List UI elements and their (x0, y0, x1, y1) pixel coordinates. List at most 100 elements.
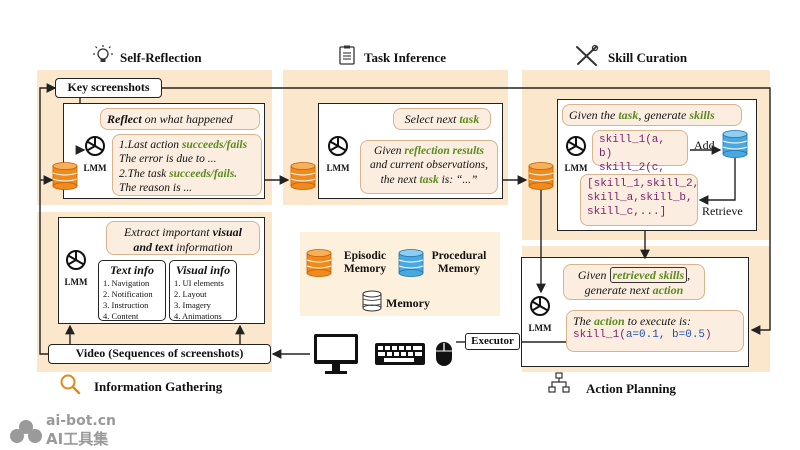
given-a: Given the (569, 108, 619, 122)
openai-icon (85, 136, 105, 156)
lmm-label: LMM (564, 163, 588, 173)
reflect-l1-b: succeeds/fails (181, 139, 248, 151)
action-planning-title: Action Planning (586, 381, 676, 396)
exec-c: to execute is: (624, 314, 691, 328)
keyboard-icon (374, 342, 426, 366)
magnifier-icon (58, 372, 82, 396)
lmm-label: LMM (64, 277, 88, 287)
skill-1: skill_1(a, b) (599, 134, 666, 160)
procedural-memory-icon (398, 247, 424, 277)
lmm-skill-curation: LMM (562, 134, 590, 174)
reflect-l1-a: 1.Last action (119, 139, 182, 151)
action-l2-a: generate next (584, 283, 653, 297)
select-task-bubble: Select next task (393, 108, 491, 130)
mouse-icon (434, 340, 454, 368)
lmm-label: LMM (83, 163, 107, 173)
memory-icon (362, 290, 382, 312)
visual-info-item: 3. Imagery (174, 300, 211, 310)
select-a: Select next (404, 112, 460, 126)
lmm-reflection: LMM (81, 134, 109, 174)
procedural-memory-label: Procedural Memory (431, 250, 487, 275)
reflect-l3-a: 2.The task (119, 167, 170, 180)
task-l1-b: reflection results (404, 145, 484, 157)
lmm-label: LMM (528, 323, 552, 333)
memory-label: Memory (386, 296, 430, 310)
action-given-a: Given (577, 268, 610, 282)
exec-a: The (573, 314, 594, 328)
extract-l2-b: information (173, 240, 233, 254)
exec-b: action (594, 314, 625, 328)
extract-l1-a: Extract important (123, 225, 213, 239)
reflect-l4: The reason is ... (119, 182, 193, 195)
episodic-db-reflection (52, 160, 78, 190)
clipboard-icon (336, 44, 358, 66)
task-l2: and current observations, (369, 159, 489, 172)
skill-list-l3: skill_c,...] (587, 205, 667, 218)
openai-icon (66, 250, 86, 270)
task-l1-a: Given (374, 145, 405, 157)
visual-info-item: 2. Layout (174, 289, 207, 299)
video-label: Video (Sequences of screenshots) (75, 346, 244, 360)
given-c: , generate (638, 108, 690, 122)
new-skills-bubble: skill_1(a, b) skill_2(c, d) (592, 130, 688, 187)
reflect-output-bubble: 1.Last action succeeds/fails The error i… (112, 134, 262, 196)
call-c: ) (705, 329, 712, 341)
reflect-l3-b: succeeds/fails. (169, 167, 238, 180)
episodic-db-task (290, 160, 316, 190)
skill-library-bubble: [skill_1,skill_2, skill_a,skill_b, skill… (580, 174, 700, 226)
lmm-action-planning: LMM (526, 294, 554, 334)
action-given-b: retrieved skills (609, 267, 688, 283)
given-d: skills (689, 108, 715, 122)
openai-icon (566, 136, 586, 156)
action-output-bubble: The action to execute is: skill_1(a=0.1,… (566, 310, 744, 352)
key-screenshots-label: Key screenshots (67, 80, 150, 94)
skill-list-l2: skill_a,skill_b, (587, 191, 693, 204)
given-b: task (618, 108, 639, 122)
text-info-item: 3. Instruction (103, 300, 149, 310)
reflect-l2: The error is due to ... (119, 153, 217, 166)
openai-icon (530, 296, 550, 316)
retrieve-label: Retrieve (702, 204, 743, 218)
text-info-title: Text info (110, 263, 154, 277)
task-l3-b: task (419, 173, 439, 186)
extract-info-bubble: Extract important visual and text inform… (106, 221, 260, 255)
episodic-memory-icon (306, 247, 332, 277)
skill-curation-title: Skill Curation (608, 50, 688, 65)
skill-list-l1: [skill_1,skill_2, (587, 178, 700, 190)
executor-box: Executor (465, 333, 520, 350)
episodic-memory-label: Episodic Memory (343, 250, 387, 275)
bulb-icon (92, 44, 114, 66)
generate-action-bubble: Given retrieved skills, generate next ac… (563, 264, 705, 300)
episodic-db-skill (528, 160, 554, 190)
generate-skills-bubble: Given the task, generate skills (562, 104, 742, 126)
select-b: task (459, 112, 480, 126)
procedural-db-skill (722, 128, 748, 158)
call-b: a=0.1, b=0.5 (625, 329, 706, 341)
lmm-information-gathering: LMM (62, 248, 90, 288)
action-given-c: , (687, 268, 691, 282)
task-output-bubble: Given reflection results and current obs… (360, 140, 498, 194)
openai-icon (328, 136, 348, 156)
self-reflection-title: Self-Reflection (120, 50, 202, 65)
watermark-line1: ai-bot.cn (46, 413, 116, 429)
reflect-prompt-bubble: Reflect on what happened (100, 108, 260, 130)
text-info-item: 4. Content (103, 311, 139, 321)
tools-icon (574, 44, 600, 68)
monitor-icon (312, 332, 360, 376)
database-icon (52, 162, 78, 190)
watermark-line2: AI工具集 (46, 430, 109, 448)
extract-l2-a: and text (133, 240, 173, 254)
watermark-logo-icon (8, 418, 42, 444)
reflect-head-rest: on what happened (141, 112, 233, 126)
lmm-label: LMM (326, 163, 350, 173)
task-inference-title: Task Inference (364, 50, 446, 65)
database-icon (722, 130, 748, 158)
visual-info-item: 1. UI elements (174, 278, 224, 288)
database-icon (290, 162, 316, 190)
executor-label: Executor (471, 335, 514, 347)
call-a: skill_1( (573, 329, 626, 341)
visual-info-box: Visual info 1. UI elements 2. Layout 3. … (169, 260, 237, 321)
lmm-task-inference: LMM (324, 134, 352, 174)
task-l3-a: the next (380, 173, 420, 186)
